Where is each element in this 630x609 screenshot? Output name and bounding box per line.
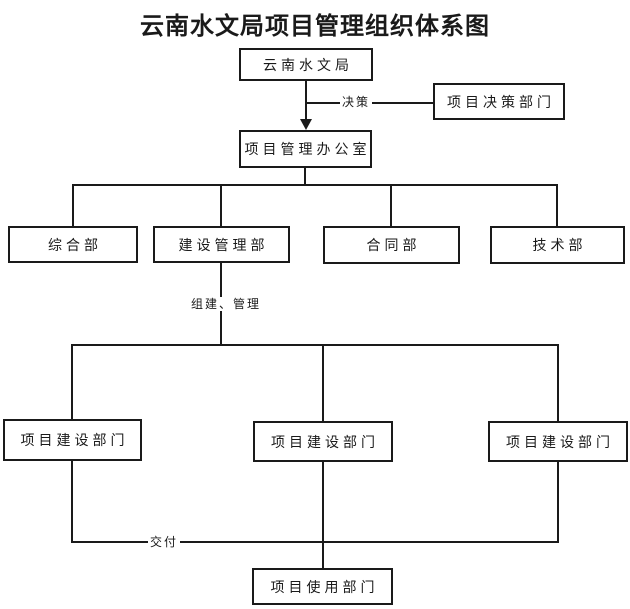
node-project-decision-dept: 项目决策部门 <box>433 83 565 120</box>
connector-to-technical-dept <box>556 184 558 227</box>
edge-label-decision: 决策 <box>340 95 373 109</box>
node-contract-dept: 合同部 <box>323 226 460 264</box>
connector-yunnan-to-office <box>305 81 307 121</box>
connector-build1-down <box>71 461 73 543</box>
arrow-down-icon <box>300 119 312 130</box>
node-project-build-dept-1: 项目建设部门 <box>3 419 142 461</box>
connector-build2-to-use-dept <box>322 462 324 568</box>
connector-build3-down <box>557 462 559 543</box>
connector-to-build-dept-3 <box>557 344 559 422</box>
distribution-line-build-depts <box>71 344 559 346</box>
connector-to-build-dept-1 <box>71 344 73 420</box>
node-project-management-office: 项目管理办公室 <box>239 130 372 168</box>
node-project-use-dept: 项目使用部门 <box>252 568 393 605</box>
connector-to-general-dept <box>72 184 74 227</box>
connector-to-build-dept-2 <box>322 344 324 422</box>
node-general-dept: 综合部 <box>8 226 138 263</box>
distribution-line-departments <box>72 184 558 186</box>
node-project-build-dept-3: 项目建设部门 <box>488 421 628 462</box>
edge-label-form-manage: 组建、管理 <box>189 297 264 311</box>
page-title: 云南水文局项目管理组织体系图 <box>140 14 490 40</box>
node-construction-mgmt-dept: 建设管理部 <box>153 226 290 263</box>
connector-office-down <box>304 168 306 186</box>
node-technical-dept: 技术部 <box>490 226 625 264</box>
node-yunnan-bureau: 云南水文局 <box>239 48 373 81</box>
edge-label-delivery: 交付 <box>148 535 181 549</box>
connector-to-contract-dept <box>390 184 392 227</box>
delivery-line <box>71 541 559 543</box>
node-project-build-dept-2: 项目建设部门 <box>253 421 393 462</box>
connector-to-construction-dept <box>220 184 222 227</box>
